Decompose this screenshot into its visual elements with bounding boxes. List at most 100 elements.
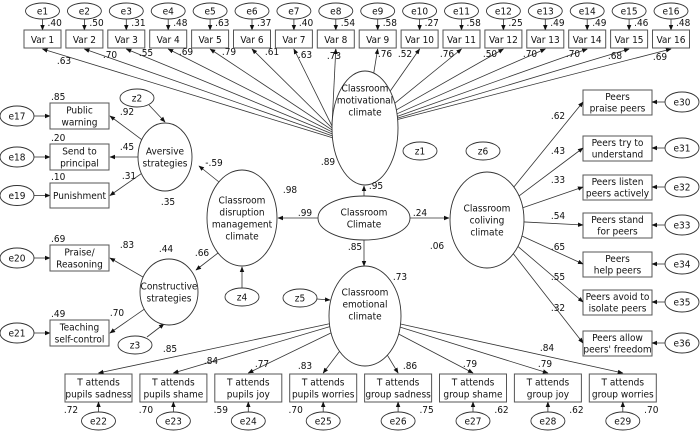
disturbance-arrow: [316, 297, 331, 302]
factor-loading-path: [293, 48, 333, 127]
error-label: e4: [163, 7, 175, 18]
error-label: e12: [495, 7, 512, 18]
factor-loading-path: [521, 235, 584, 265]
latent-motivational-climate: [331, 70, 399, 186]
indicator-box: [582, 89, 653, 116]
indicator-label: help peers: [594, 265, 642, 276]
factor-loading-value: .70: [110, 308, 125, 319]
factor-loading-value: .83: [120, 240, 134, 251]
error-label: e8: [330, 7, 342, 18]
indicator-box: [582, 289, 653, 316]
error-label: e34: [674, 260, 691, 271]
latent-classroom-climate: [317, 195, 411, 241]
factor-loading-value: .69: [179, 47, 194, 58]
indicator-label: understand: [592, 149, 644, 160]
factor-loading-value: .63: [57, 56, 71, 67]
factor-loading-value: .65: [551, 242, 565, 253]
indicator-label: Praise/: [64, 248, 95, 259]
error-label: e21: [9, 329, 26, 340]
factor-loading-path: [396, 48, 546, 115]
indicator-box-var-14: [568, 29, 607, 49]
factor-loading-path: [400, 323, 624, 375]
disturbance-z3: [117, 335, 153, 355]
factor-loading-value: .52: [398, 49, 412, 60]
path-disruption-constructive: [195, 252, 219, 271]
error-label: e25: [315, 417, 332, 428]
indicator-label: Var 15: [615, 35, 644, 46]
latent-label: emotional: [342, 300, 387, 311]
r-squared-value: .75: [419, 405, 433, 416]
r-squared-value: .62: [494, 405, 508, 416]
indicator-box-var-5: [191, 29, 230, 49]
indicator-label: Var 6: [240, 35, 263, 46]
error-label: e22: [90, 417, 107, 428]
indicator-label: pupils sadness: [65, 390, 132, 401]
error-label: e1: [37, 7, 48, 18]
factor-loading-value: .43: [551, 146, 565, 157]
indicator-label: Peers: [605, 254, 630, 265]
disturbance-label: z2: [132, 94, 142, 105]
factor-loading-value: .76: [378, 49, 393, 60]
indicator-label: Var 4: [157, 35, 180, 46]
indicator-label: Var 1: [31, 35, 54, 46]
latent-label: management: [212, 220, 273, 231]
indicator-label: Var 3: [115, 35, 138, 46]
indicator-box: [439, 373, 507, 403]
factor-loading-value: .73: [327, 51, 341, 62]
latent-constructive-strategies: [139, 258, 199, 326]
factor-loading-path: [513, 253, 584, 344]
indicator-box-var-6: [233, 29, 271, 49]
indicator-label: Var 13: [531, 35, 560, 46]
indicator-label: Var 11: [447, 35, 476, 46]
indicator-box: [289, 373, 358, 403]
disturbance-z1: [402, 141, 438, 161]
r-squared-value: .73: [393, 272, 407, 283]
latent-label: Classroom: [342, 84, 389, 95]
disturbance-z6: [465, 141, 501, 161]
disturbance-arrow: [146, 323, 165, 338]
factor-loading-value: .32: [551, 303, 565, 314]
factor-loading-value: .50: [483, 49, 498, 60]
factor-loading-value: .79: [463, 359, 478, 370]
latent-label: Constructive: [141, 282, 198, 293]
factor-loading-path: [97, 323, 330, 375]
indicator-label: Var 2: [73, 35, 96, 46]
factor-loading-path: [523, 221, 584, 227]
factor-loading-path: [399, 326, 549, 374]
r-squared-value: .35: [161, 197, 175, 208]
error-label: e5: [204, 7, 215, 18]
error-label: e31: [674, 144, 691, 155]
indicator-label: T attends: [376, 378, 420, 389]
r-squared-value: .44: [159, 244, 174, 255]
latent-label: disruption: [219, 208, 264, 219]
factor-loading-path: [322, 351, 340, 374]
factor-loading-path: [251, 48, 333, 129]
indicator-label: pupils joy: [227, 390, 271, 401]
path-coefficient: .24: [413, 208, 428, 219]
indicator-box-var-2: [65, 29, 104, 49]
latent-disruption-management-climate: [206, 169, 278, 267]
indicator-label: for peers: [597, 226, 638, 237]
disturbance-label: z3: [130, 341, 140, 352]
disturbance-z5: [282, 288, 318, 308]
r-squared-value: .48: [173, 18, 188, 29]
factor-loading-path: [518, 147, 584, 197]
disturbance-arrow: [148, 104, 166, 123]
error-label: e10: [411, 7, 428, 18]
factor-loading-path: [247, 332, 332, 374]
path-coefficient: .66: [195, 248, 210, 259]
indicator-label: Var 8: [324, 35, 347, 46]
factor-loading-value: .84: [204, 356, 219, 367]
path-coefficient: .85: [348, 242, 362, 253]
indicator-label: group sadness: [365, 390, 431, 401]
latent-label: coliving: [470, 216, 505, 227]
r-squared-value: .49: [550, 18, 565, 29]
factor-loading-path: [397, 48, 630, 119]
factor-loading-path: [209, 48, 333, 131]
error-label: e7: [288, 7, 299, 18]
error-label: e16: [663, 7, 680, 18]
r-squared-value: .10: [51, 172, 66, 183]
factor-loading-value: .54: [551, 211, 566, 222]
